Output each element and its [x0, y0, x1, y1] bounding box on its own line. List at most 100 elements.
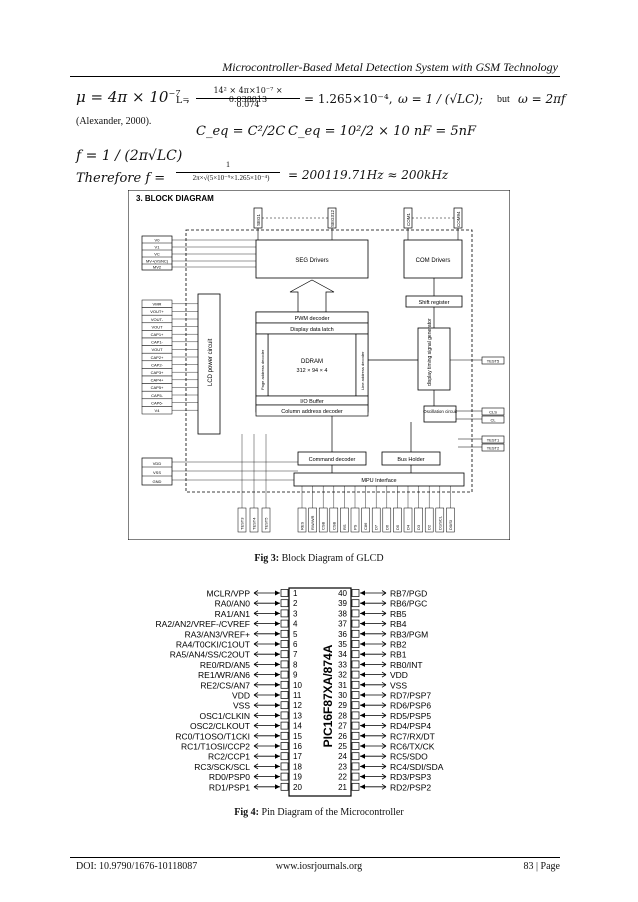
bottom-pin-label: D2 — [427, 524, 432, 530]
lcd-power-block — [197, 293, 221, 435]
ddram-size-label: 312 × 94 × 4 — [297, 368, 328, 374]
pic-left-pin-name: RA5/AN4/SS/C2OUT — [170, 650, 250, 660]
mu-lhs: μ = 4π × 10 — [76, 88, 169, 106]
pic-left-pin-num: 4 — [293, 620, 298, 629]
fig4-caption: Fig 4: Pin Diagram of the Microcontrolle… — [0, 807, 638, 818]
pic-right-pin-name: RC4/SDI/SDA — [390, 762, 444, 772]
pin-test5-right: TEST5 — [487, 359, 500, 364]
pic-right-pin-num: 30 — [338, 691, 347, 700]
pin-test2: TEST2 — [487, 446, 500, 451]
pic-right-pin-num: 35 — [338, 640, 347, 649]
mu-equation: μ = 4π × 10−7, — [76, 88, 190, 106]
tf-denominator: 2π×√(5×10⁻⁹×1.265×10⁻⁴) — [192, 174, 270, 182]
left-pin-label: CAP5- — [151, 393, 163, 398]
pic-chip-body — [288, 587, 352, 797]
left-pin-label: VOUT+ — [150, 309, 164, 314]
tf-fraction-bar — [176, 172, 280, 173]
pic-right-pin-name: RB2 — [390, 640, 407, 650]
left-pin-label: CAP2+ — [151, 355, 164, 360]
mu-comma: , — [186, 92, 190, 105]
pic-left-pin-name: OSC1/CLKIN — [199, 711, 250, 721]
mu-exponent: −7 — [168, 89, 181, 98]
pic-right-pin-name: RB4 — [390, 619, 407, 629]
pic-right-pin-name: RC5/SDO — [390, 752, 428, 762]
pic-left-pin-num: 15 — [293, 732, 302, 741]
pic-chip-label: PIC16F87XA/874A — [321, 644, 335, 747]
left-pins-b: VMRVOUT+VOUT-VOUTCAP1+CAP1-VOUTCAP2+CAP2… — [141, 299, 198, 415]
pic-left-pin-name: RC0/T1OSO/T1CKI — [175, 731, 250, 741]
bottom-pin-label: D1/SCL — [437, 515, 442, 530]
pic-left-pin-num: 10 — [293, 681, 302, 690]
pic-left-pin-name: VDD — [232, 691, 250, 701]
bottom-pin-label: TEST4 — [252, 517, 257, 530]
pic-right-pin-name: VSS — [390, 680, 407, 690]
running-header: Microcontroller-Based Metal Detection Sy… — [222, 60, 558, 74]
pic-left-pin-num: 1 — [293, 589, 298, 598]
pic-right-pin-num: 37 — [338, 620, 347, 629]
pic-right-pin-num: 23 — [338, 762, 347, 771]
pic-right-pin-name: RD2/PSP2 — [390, 782, 431, 792]
pic-left-pin-num: 6 — [293, 640, 298, 649]
pic-right-pin-num: 38 — [338, 609, 347, 618]
pic-right-pin-num: 29 — [338, 701, 347, 710]
pic-left-pin-num: 13 — [293, 711, 302, 720]
header-rule — [70, 76, 560, 77]
left-pin-label: CAP1+ — [151, 332, 164, 337]
fig3-section-title: 3. BLOCK DIAGRAM — [136, 194, 214, 203]
fig3-caption-text: Block Diagram of GLCD — [279, 553, 384, 564]
pic-right-pin-num: 22 — [338, 773, 347, 782]
right-pins: TEST5 CLS CL TEST1 TEST2 — [450, 356, 505, 452]
page-decoder-label: Page address decoder — [260, 349, 265, 390]
bottom-pin-label: D3 — [416, 524, 421, 530]
l-denominator: 0.074 — [236, 100, 260, 109]
omega-2pif: ω = 2πf — [518, 92, 566, 106]
pin-vdd: VDD — [153, 461, 162, 466]
l-result: = 1.265×10⁻⁴, — [304, 92, 393, 106]
omega-lc: ω = 1 / (√LC); — [398, 92, 483, 106]
pic-left-pin-num: 8 — [293, 660, 298, 669]
pin-seg312: SEG312 — [330, 209, 335, 227]
pin-v1: V1 — [155, 245, 161, 250]
seg-drivers-label: SEG Drivers — [295, 258, 328, 264]
bottom-pin-label: TEST3 — [240, 517, 245, 530]
fig4-caption-text: Pin Diagram of the Microcontroller — [259, 807, 404, 818]
left-pins-c: VDD VSS GND — [141, 457, 298, 486]
pic-left-pin-num: 18 — [293, 762, 302, 771]
pic-left-pin-num: 16 — [293, 742, 302, 751]
lcd-power-label: LCD power circuit — [208, 338, 214, 386]
pic-left-pin-name: VSS — [233, 701, 250, 711]
pic-right-pin-name: RD5/PSP5 — [390, 711, 431, 721]
pic-right-pin-name: RC7/RX/DT — [390, 731, 435, 741]
column-decoder-block — [255, 404, 369, 417]
pic-left-pin-name: RA3/AN3/VREF+ — [185, 629, 250, 639]
bottom-pin-label: D0/SI — [448, 520, 453, 530]
pic-left-pin-name: RE2/CS/AN7 — [200, 680, 250, 690]
pic-right-pin-num: 33 — [338, 660, 347, 669]
left-pin-label: CAP4+ — [151, 378, 164, 383]
pic-left-pin-name: MCLR/VPP — [207, 589, 251, 599]
pin-mv2: MV2 — [153, 265, 162, 270]
ceq-1: C_eq = C²/2C — [196, 124, 286, 139]
tf-numerator: 1 — [226, 160, 230, 169]
pic-right-pin-name: RD6/PSP6 — [390, 701, 431, 711]
pic-right-pin-num: 32 — [338, 671, 347, 680]
mpu-interface-block — [293, 472, 465, 487]
f-formula: f = 1 / (2π√LC) — [76, 148, 183, 164]
ddram-block — [267, 333, 357, 397]
pic-left-pin-name: RA0/AN0 — [215, 599, 251, 609]
pic-right-pin-name: RB1 — [390, 650, 407, 660]
pic-left-pin-name: RE0/RD/AN5 — [200, 660, 250, 670]
glcd-block-diagram: 3. BLOCK DIAGRAM SEG1 SEG312 COM1 COM94 … — [128, 190, 510, 540]
pic-left-pin-name: RD1/PSP1 — [209, 782, 250, 792]
fig4-caption-label: Fig 4: — [234, 807, 260, 818]
pin-test1: TEST1 — [487, 438, 500, 443]
pin-v0: V0 — [155, 238, 161, 243]
left-pin-label: VOUT- — [151, 317, 164, 322]
pic-right-pin-name: RD3/PSP3 — [390, 772, 431, 782]
bottom-pin-label: D4 — [406, 524, 411, 530]
pic-right-pin-name: RB0/INT — [390, 660, 423, 670]
left-pin-label: CAP1- — [151, 340, 163, 345]
pin-com1: COM1 — [406, 213, 411, 226]
pic-right-pin-num: 25 — [338, 742, 347, 751]
